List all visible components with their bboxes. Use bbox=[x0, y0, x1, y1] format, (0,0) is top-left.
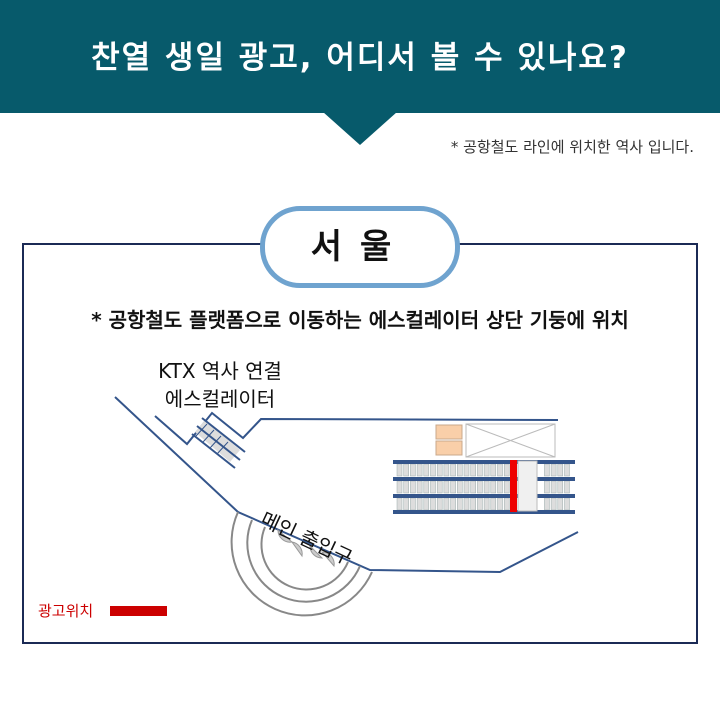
gate-cell bbox=[557, 480, 564, 494]
gate-cell bbox=[403, 480, 409, 494]
ad-location-marker bbox=[510, 460, 517, 512]
gate-cell bbox=[403, 497, 409, 511]
gate-cell bbox=[457, 463, 463, 477]
gate-cell bbox=[470, 497, 476, 511]
platform-rail bbox=[393, 460, 575, 464]
gate-cell bbox=[423, 463, 430, 477]
platform-opening bbox=[517, 460, 538, 512]
gate-cell bbox=[544, 463, 550, 477]
location-description: * 공항철도 플랫폼으로 이동하는 에스컬레이터 상단 기둥에 위치 bbox=[91, 308, 629, 332]
gate-cell bbox=[457, 497, 463, 511]
gate-cell bbox=[564, 480, 570, 494]
gate-cell bbox=[483, 480, 490, 494]
gate-cell bbox=[396, 497, 403, 511]
gate-cell bbox=[477, 463, 483, 477]
gate-cell bbox=[443, 497, 450, 511]
gate-cell bbox=[443, 480, 450, 494]
gate-cell bbox=[564, 463, 570, 477]
legend-ad-location: 광고위치 bbox=[38, 602, 94, 620]
gate-cell bbox=[403, 463, 409, 477]
platform-gates bbox=[393, 460, 575, 514]
gate-cell bbox=[550, 497, 557, 511]
gate-cell bbox=[430, 497, 436, 511]
gate-cell bbox=[503, 497, 510, 511]
gate-cell bbox=[450, 463, 456, 477]
gate-cell bbox=[483, 463, 490, 477]
gate-cell bbox=[410, 463, 416, 477]
gate-cell bbox=[557, 497, 564, 511]
gate-cell bbox=[430, 463, 436, 477]
platform-rail bbox=[393, 494, 575, 498]
gate-cell bbox=[436, 463, 443, 477]
gate-cell bbox=[544, 497, 550, 511]
entrance-arcs bbox=[230, 511, 373, 617]
ktx-label-line1: KTX 역사 연결 bbox=[158, 359, 282, 383]
gate-cell bbox=[544, 480, 550, 494]
gate-cell bbox=[396, 480, 403, 494]
gate-cell bbox=[463, 480, 470, 494]
gate-cell bbox=[470, 463, 476, 477]
page-title: 찬열 생일 광고, 어디서 볼 수 있나요? bbox=[91, 40, 629, 76]
gate-cell bbox=[436, 480, 443, 494]
gate-cell bbox=[503, 480, 510, 494]
gate-cell bbox=[490, 497, 497, 511]
gate-cell bbox=[497, 497, 503, 511]
gate-cell bbox=[497, 463, 503, 477]
gate-cell bbox=[396, 463, 403, 477]
gate-cell bbox=[557, 463, 564, 477]
outer-wall bbox=[114, 396, 579, 574]
gate-cell bbox=[483, 497, 490, 511]
gate-cell bbox=[470, 480, 476, 494]
gate-cell bbox=[416, 480, 423, 494]
gate-cell bbox=[450, 480, 456, 494]
gate-cell bbox=[416, 497, 423, 511]
gate-cell bbox=[463, 463, 470, 477]
station-name-badge: 서울 bbox=[260, 206, 460, 288]
header-pointer bbox=[323, 112, 397, 145]
shop-boxes bbox=[435, 423, 556, 458]
gate-cell bbox=[443, 463, 450, 477]
gate-cell bbox=[490, 480, 497, 494]
platform-rail bbox=[393, 510, 575, 514]
inner-wall bbox=[154, 411, 559, 446]
gate-cell bbox=[477, 480, 483, 494]
gate-cell bbox=[423, 497, 430, 511]
legend-ad-swatch bbox=[110, 606, 167, 616]
door-icons bbox=[277, 528, 335, 568]
note-text: * 공항철도 라인에 위치한 역사 입니다. bbox=[450, 138, 694, 156]
gate-cell bbox=[490, 463, 497, 477]
gate-cell bbox=[430, 480, 436, 494]
gate-cell bbox=[497, 480, 503, 494]
gate-cell bbox=[477, 497, 483, 511]
gate-cell bbox=[564, 497, 570, 511]
escalator-icon bbox=[191, 417, 246, 469]
gate-cell bbox=[410, 480, 416, 494]
gate-cell bbox=[463, 497, 470, 511]
platform-rail bbox=[393, 477, 575, 481]
gate-cell bbox=[503, 463, 510, 477]
gate-cell bbox=[416, 463, 423, 477]
gate-cell bbox=[436, 497, 443, 511]
gate-cell bbox=[450, 497, 456, 511]
gate-cell bbox=[423, 480, 430, 494]
gate-cell bbox=[410, 497, 416, 511]
gate-cell bbox=[550, 480, 557, 494]
header-banner bbox=[0, 0, 720, 113]
ktx-label-line2: 에스컬레이터 bbox=[164, 387, 276, 411]
gate-cell bbox=[550, 463, 557, 477]
gate-cell bbox=[457, 480, 463, 494]
